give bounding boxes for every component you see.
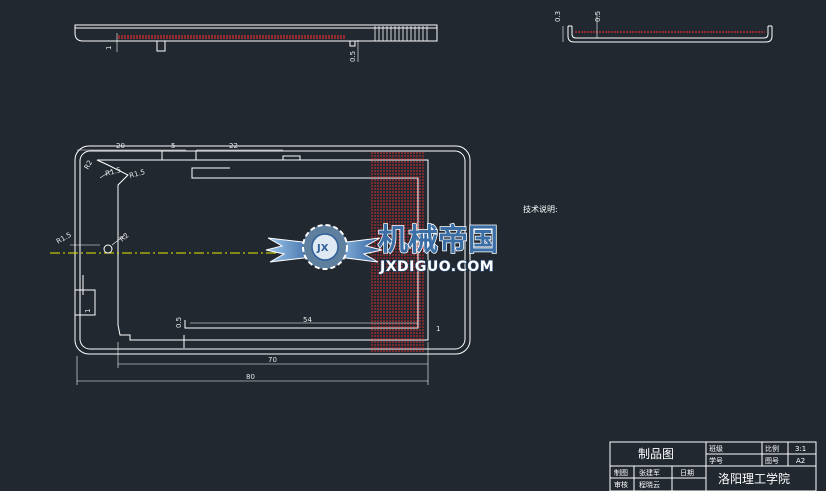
dim-5: 5 (171, 142, 175, 150)
student-no-label: 学号 (709, 456, 723, 465)
dim-r2-top: R2 (83, 159, 95, 171)
dim-r15-top-b: R1.5 (128, 168, 146, 180)
hidden-lines-band (371, 152, 424, 352)
dim-80: 80 (246, 373, 255, 381)
drawn-label: 制图 (614, 468, 628, 477)
dim-1-right: 1 (436, 325, 440, 333)
dim-side-h: 1 (105, 46, 113, 50)
plan-view-outline (74, 145, 471, 355)
dim-1-left: 1 (84, 309, 92, 313)
review-label: 审核 (614, 480, 628, 489)
dim-r2-hole: R2 (118, 231, 130, 243)
scale-label: 比例 (765, 444, 779, 453)
dim-20: 20 (116, 142, 125, 150)
dimension-lines (70, 149, 429, 385)
side-view-top (74, 24, 438, 62)
dim-section-b: 0.5 (594, 11, 602, 22)
class-label: 班级 (709, 444, 723, 453)
dim-side-v: 0.5 (349, 51, 357, 62)
watermark-cn: 机械帝国 (378, 223, 498, 258)
dim-05: 0.5 (175, 317, 183, 328)
dim-section-a: 0.3 (554, 11, 562, 22)
dim-r15-left: R1.5 (55, 231, 73, 246)
scale-value: 3:1 (795, 445, 806, 453)
drawn-name: 张建军 (639, 468, 660, 477)
dim-54: 54 (303, 316, 312, 324)
dim-70: 70 (268, 356, 277, 364)
sheet-value: A2 (796, 457, 805, 465)
school-name: 洛阳理工学院 (718, 471, 790, 486)
review-name: 程晓云 (639, 480, 660, 489)
date-label: 日期 (680, 469, 694, 477)
sheet-label: 图号 (765, 457, 779, 465)
center-hole (103, 244, 113, 254)
drawing-name: 制品图 (638, 447, 674, 461)
watermark-logo: JX 机械帝国 JXDIGUO.COM (265, 222, 499, 276)
dim-r15-top-a: R1.5 (104, 166, 122, 178)
dim-22: 22 (229, 142, 238, 150)
svg-text:JX: JX (316, 243, 329, 254)
technical-notes-label: 技术说明: (523, 204, 558, 214)
watermark-en: JXDIGUO.COM (379, 259, 494, 275)
section-view-top-right (562, 14, 773, 43)
title-block (609, 441, 817, 491)
